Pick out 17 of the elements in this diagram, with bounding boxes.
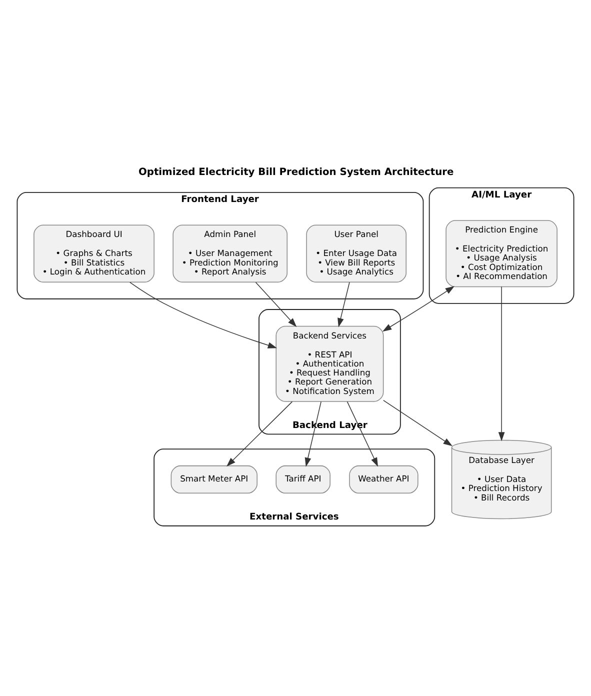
arrow [304,400,322,466]
arrow [498,286,505,441]
arrow [226,400,293,466]
arrow [255,282,297,327]
arrow [346,400,378,466]
node-box: Dashboard UI • Graphs & Charts • Bill Statistics • Login & Authentication [34,224,154,282]
arrow [338,282,350,327]
node-box: Admin Panel • User Management • Prediction Monitoring • Report Analysis [172,224,288,282]
diagram-title: Optimized Electricity Bill Prediction System Architecture [138,166,454,178]
node-box: Backend Services • REST API • Authentication • Request Handling • Report Generation • Notification System [276,325,384,402]
node-box: User Panel • Enter Usage Data • View Bill Reports • Usage Analytics [306,224,406,282]
node-box: Prediction Engine • Electricity Prediction • Usage Analysis • Cost Optimization • AI Recommendation [446,220,558,287]
node-box: Smart Meter API [170,464,258,494]
arrow [382,286,454,332]
arrow [383,399,452,446]
node-box: Tariff API [276,464,330,494]
node-box: Weather API [349,464,418,494]
